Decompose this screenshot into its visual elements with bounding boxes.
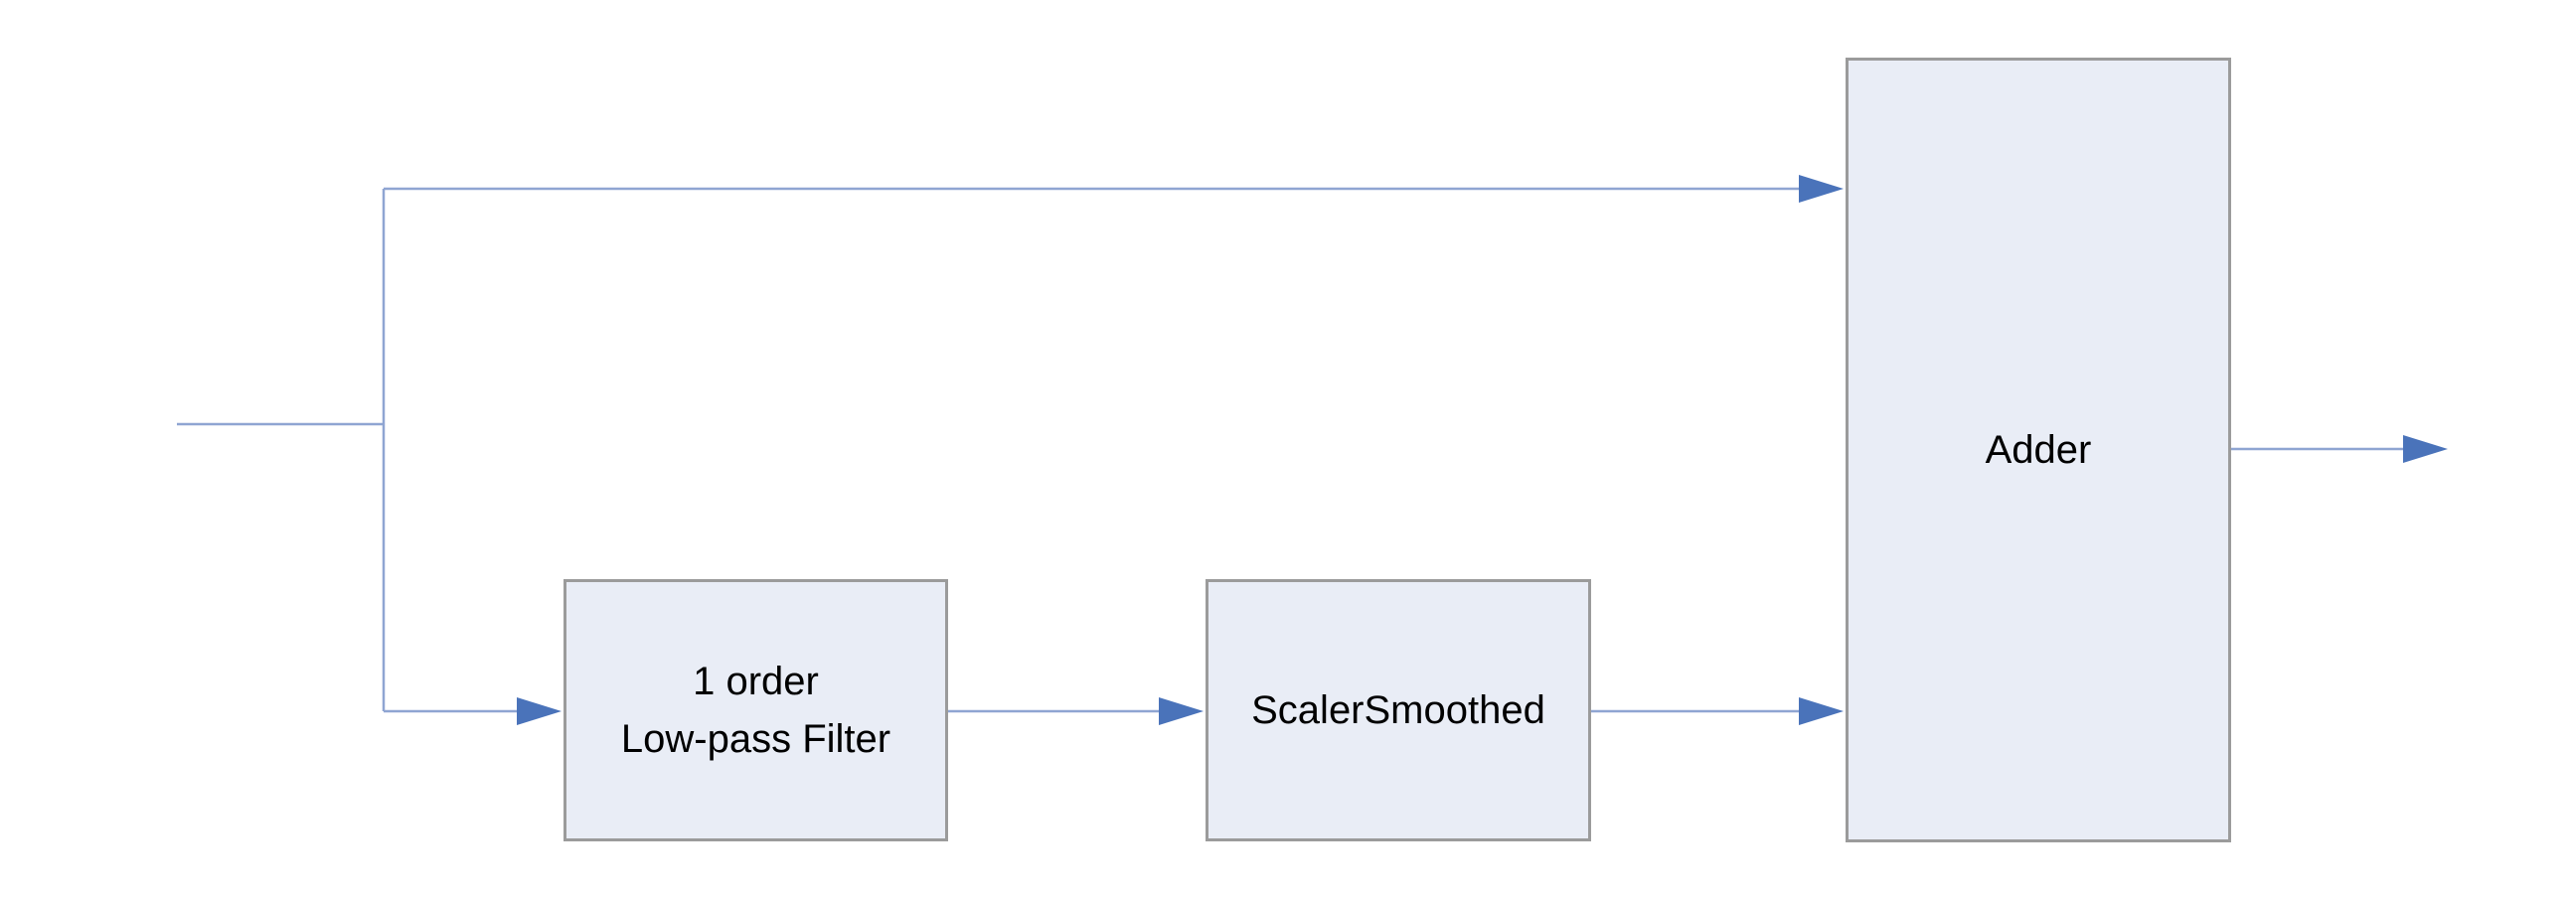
block-scaler-smoothed-label: ScalerSmoothed xyxy=(1251,688,1545,732)
connector-lowpass-to-scaler xyxy=(948,697,1204,725)
arrowhead-icon xyxy=(1159,697,1204,725)
connector-direct-to-adder xyxy=(384,175,1844,203)
block-lowpass-filter[interactable]: 1 order Low-pass Filter xyxy=(564,579,948,841)
block-adder[interactable]: Adder xyxy=(1846,58,2231,842)
connector-split-to-lowpass xyxy=(384,697,562,725)
block-adder-label: Adder xyxy=(1985,428,2092,472)
block-scaler-smoothed[interactable]: ScalerSmoothed xyxy=(1206,579,1591,841)
connector-scaler-to-adder xyxy=(1591,697,1844,725)
arrowhead-icon xyxy=(1799,175,1844,203)
arrowhead-icon xyxy=(517,697,562,725)
arrowhead-icon xyxy=(1799,697,1844,725)
arrowhead-icon xyxy=(2403,435,2448,463)
connector-adder-output xyxy=(2231,435,2448,463)
block-lowpass-filter-label: 1 order Low-pass Filter xyxy=(620,660,891,761)
